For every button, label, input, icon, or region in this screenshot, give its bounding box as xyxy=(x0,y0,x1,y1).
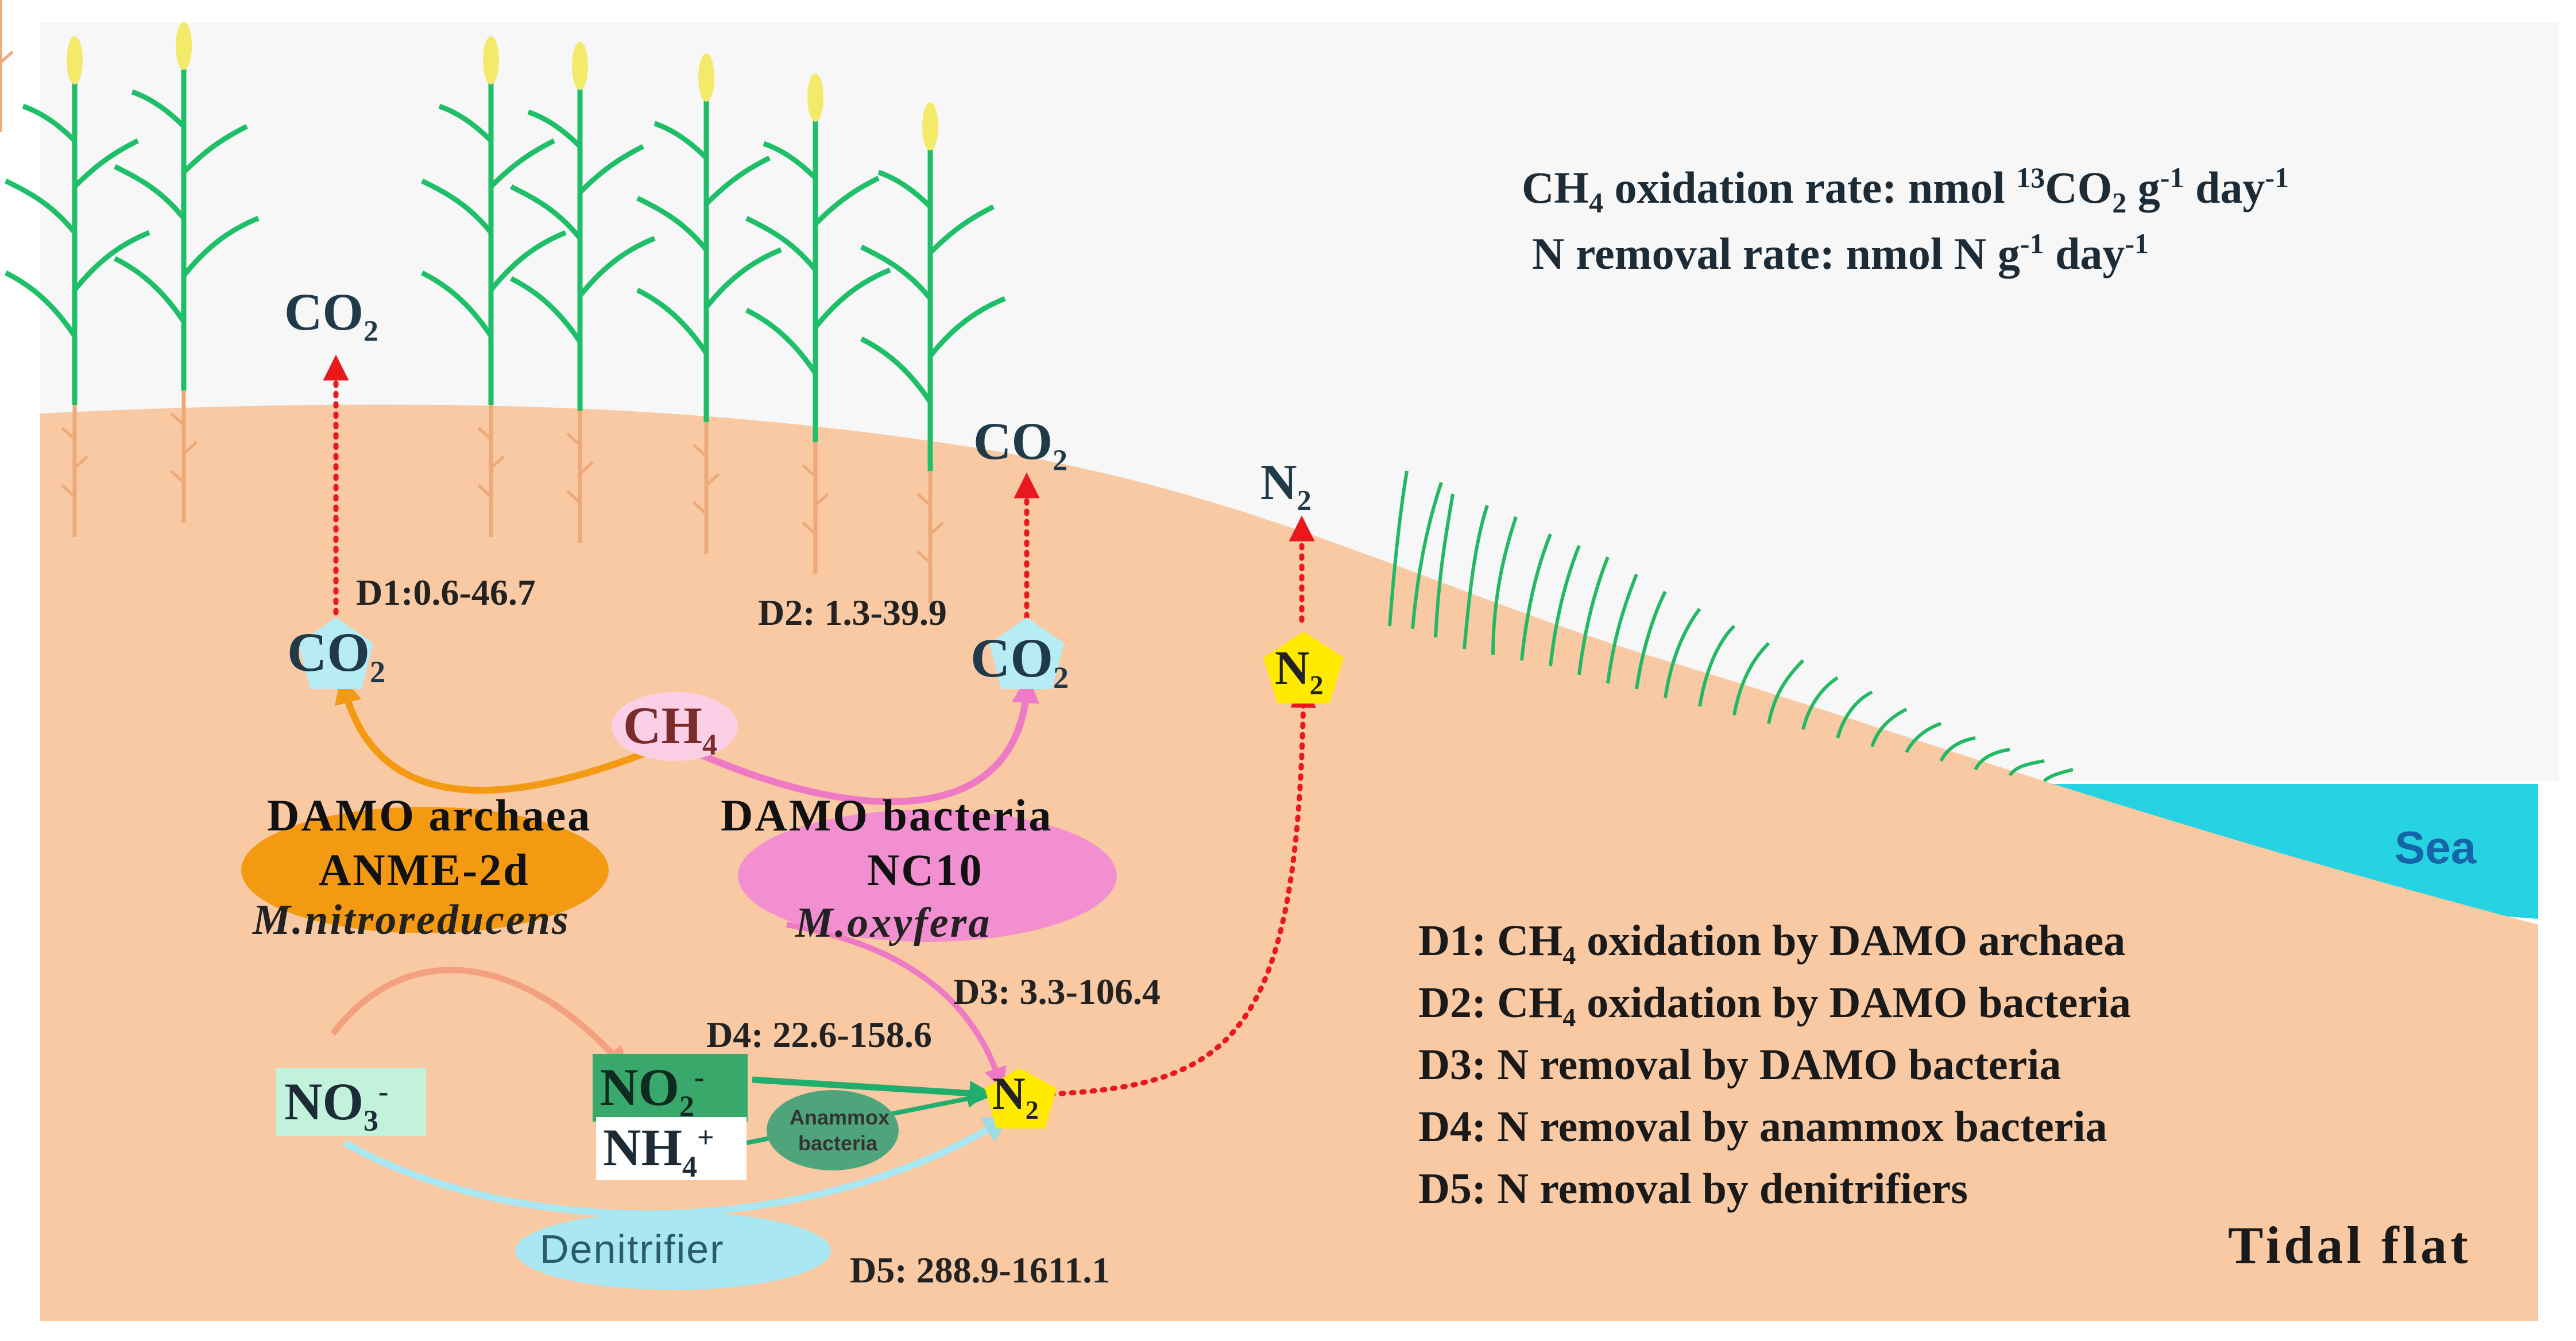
co2-node-left-label: CO2 xyxy=(287,621,385,690)
d5-rate-label: D5: 288.9-1611.1 xyxy=(850,1250,1111,1290)
archaea-label-line2: ANME-2d xyxy=(319,845,530,895)
denitrifier-ellipse xyxy=(515,1212,831,1290)
denitrifier-label: Denitrifier xyxy=(540,1227,725,1272)
anammox-ellipse xyxy=(767,1090,899,1170)
anammox-label-line2: bacteria xyxy=(798,1131,878,1155)
bacteria-ch4-to-co2-arrow xyxy=(687,675,1040,805)
co2-top-mid-label: CO2 xyxy=(973,412,1067,477)
co2-node-mid-shape xyxy=(989,617,1064,689)
ch4-rate-units: CH4 oxidation rate: nmol 13CO2 g-1 day-1 xyxy=(1522,161,2289,219)
no3-box xyxy=(276,1068,426,1136)
n2-top-label: N2 xyxy=(1260,455,1312,516)
no2-label: NO2- xyxy=(600,1058,705,1123)
nh4-label: NH4+ xyxy=(603,1118,714,1184)
n2-node-center-shape xyxy=(985,1068,1057,1129)
n2-node-center-label: N2 xyxy=(992,1069,1039,1124)
co2-top-left-label: CO2 xyxy=(284,283,378,348)
no3-label: NO3- xyxy=(284,1072,389,1138)
reed-plants xyxy=(0,0,1005,603)
nh4-box xyxy=(596,1117,747,1180)
grass-tufts xyxy=(1388,470,2074,783)
bacteria-label-line1: DAMO bacteria xyxy=(721,790,1053,840)
archaea-ellipse xyxy=(241,807,609,933)
tidal-flat-label: Tidal flat xyxy=(2228,1216,2471,1274)
n2-transport-arrow xyxy=(1048,682,1317,1097)
ch4-node-shape xyxy=(612,692,738,761)
d1-rate-label: D1:0.6-46.7 xyxy=(356,572,536,613)
co2-node-mid-label: CO2 xyxy=(970,627,1069,695)
no2-box xyxy=(593,1054,748,1122)
bacteria-ellipse xyxy=(738,810,1117,942)
n-rate-units: N removal rate: nmol N g-1 day-1 xyxy=(1532,227,2149,279)
archaea-label-line1: DAMO archaea xyxy=(267,790,592,840)
co2-node-left-shape xyxy=(299,617,373,689)
archaea-ch4-to-co2-arrow xyxy=(334,675,656,794)
anammox-no2-to-n2-arrow xyxy=(752,1076,995,1106)
d4-rate-label: D4: 22.6-158.6 xyxy=(706,1014,932,1055)
ch4-label: CH4 xyxy=(623,696,717,762)
archaea-no3-to-no2-arrow xyxy=(330,967,629,1072)
d2-rate-label: D2: 1.3-39.9 xyxy=(758,592,947,633)
anammox-label-line1: Anammox xyxy=(790,1106,890,1129)
d3-rate-label: D3: 3.3-106.4 xyxy=(953,971,1161,1012)
bacteria-no2-to-n2-arrow xyxy=(786,922,1007,1091)
legend-d5: D5: N removal by denitrifiers xyxy=(1418,1165,1968,1213)
n2-node-right-shape xyxy=(1263,632,1344,704)
n2-node-right-label: N2 xyxy=(1275,641,1324,701)
bacteria-label-line3: M.oxyfera xyxy=(795,899,992,946)
legend-d3: D3: N removal by DAMO bacteria xyxy=(1418,1041,2061,1089)
sea-label: Sea xyxy=(2395,822,2477,873)
bacteria-label-line2: NC10 xyxy=(867,845,984,895)
legend-d4: D4: N removal by anammox bacteria xyxy=(1418,1103,2107,1151)
legend-d1: D1: CH4 oxidation by DAMO archaea xyxy=(1418,917,2126,971)
legend-d2: D2: CH4 oxidation by DAMO bacteria xyxy=(1418,979,2132,1033)
archaea-label-line3: M.nitroreducens xyxy=(253,896,570,944)
